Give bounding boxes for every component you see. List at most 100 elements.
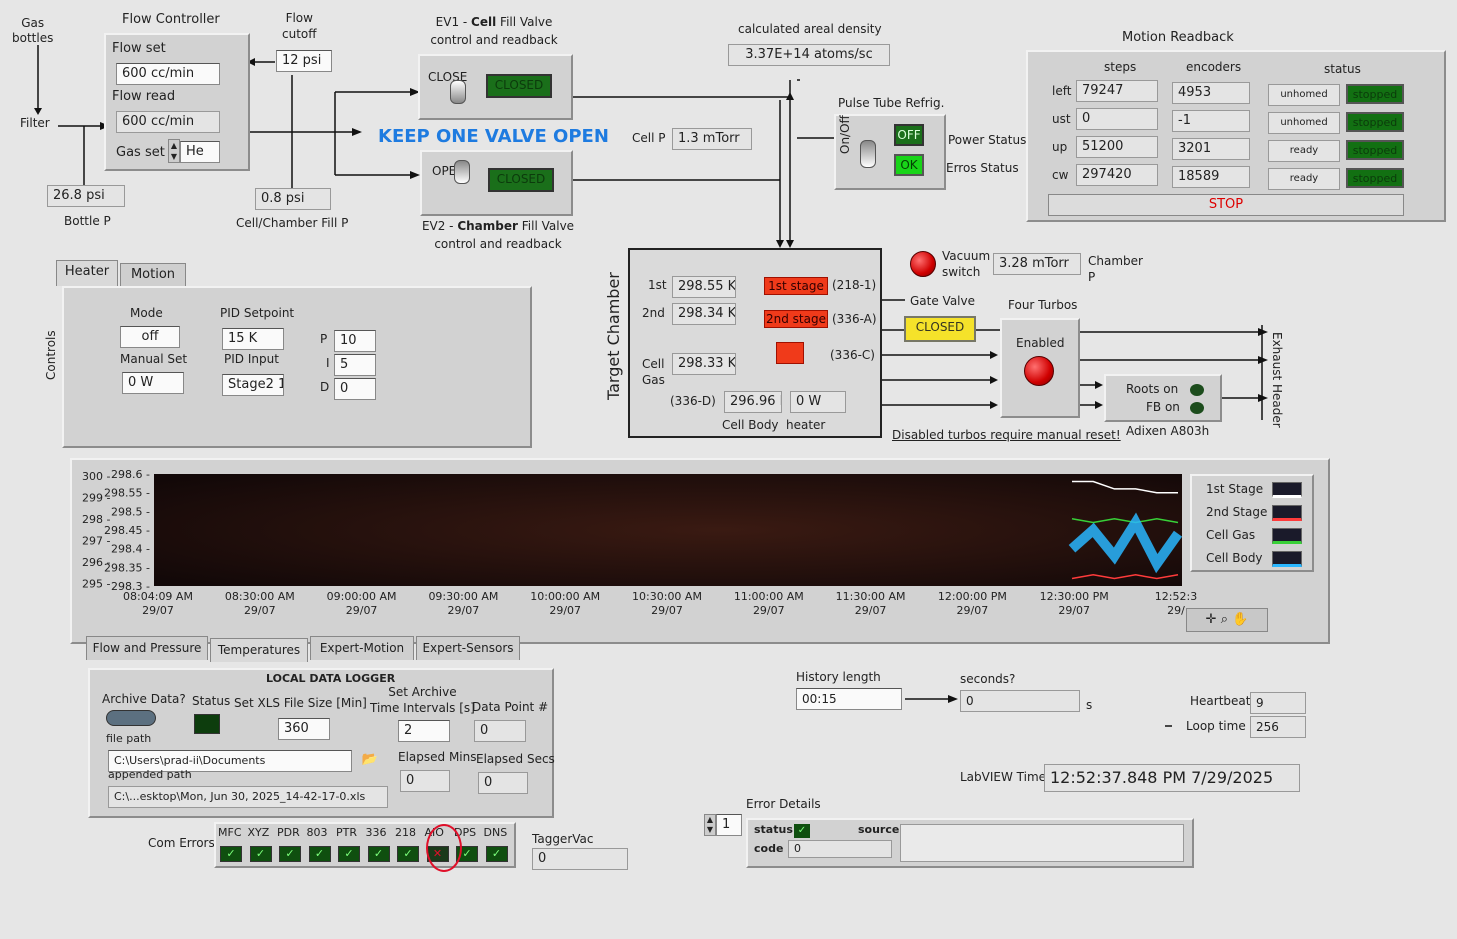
- motion-status-indicator: unhomed: [1268, 112, 1340, 134]
- first-stage-temp: 298.55 K: [672, 276, 736, 298]
- tab-expert-sensors[interactable]: Expert-Sensors: [416, 636, 520, 660]
- legend-swatch-icon[interactable]: [1272, 551, 1302, 567]
- motion-stopped-led: stopped: [1346, 140, 1404, 160]
- legend-entry: Cell Gas: [1206, 528, 1256, 542]
- ev1-readback-led: CLOSED: [486, 74, 552, 98]
- legend-entry: Cell Body: [1206, 551, 1263, 565]
- four-turbos-label: Four Turbos: [1008, 298, 1078, 312]
- flow-set-input[interactable]: 600 cc/min: [116, 63, 220, 85]
- motion-encoder-indicator: 18589: [1172, 166, 1250, 188]
- elapsed-mins-indicator: 0: [400, 770, 450, 792]
- history-length-input[interactable]: 00:15: [796, 688, 902, 710]
- history-seconds-indicator: 0: [960, 690, 1080, 712]
- history-seconds-label: seconds?: [960, 672, 1016, 686]
- gas-set-input[interactable]: He: [180, 141, 220, 163]
- com-ok-check-icon: ✓: [279, 846, 301, 862]
- areal-density-indicator: 3.37E+14 atoms/sc: [728, 44, 890, 66]
- cell-gas-row-label: Cell Gas: [642, 357, 665, 387]
- labview-time-indicator: 12:52:37.848 PM 7/29/2025: [1044, 764, 1300, 792]
- data-logger-panel: LOCAL DATA LOGGER Archive Data? Status S…: [88, 668, 555, 818]
- com-device-label: 336: [365, 826, 387, 839]
- target-chamber-box: 1st 298.55 K 1st stage (218-1) 2nd 298.3…: [628, 248, 882, 438]
- pid-setpoint-input[interactable]: 15 K: [222, 328, 284, 350]
- xls-size-input[interactable]: 360: [278, 718, 330, 740]
- mode-label: Mode: [130, 306, 163, 320]
- motion-status-indicator: ready: [1268, 140, 1340, 162]
- ev1-panel: CLOSE CLOSED: [418, 54, 573, 120]
- tab-heater[interactable]: Heater: [56, 260, 118, 286]
- gate-valve-label: Gate Valve: [910, 294, 976, 308]
- pulse-tube-onoff-label: On/Off: [838, 115, 852, 154]
- pid-d-label: D: [320, 380, 330, 394]
- elapsed-secs-label: Elapsed Secs: [476, 752, 555, 766]
- first-stage-marker: 1st stage: [764, 277, 828, 295]
- loop-time-indicator: 256: [1250, 716, 1306, 738]
- target-chamber-label: Target Chamber: [604, 272, 623, 400]
- logger-title: LOCAL DATA LOGGER: [266, 672, 396, 685]
- chart-tool-palette[interactable]: ✛ ⌕ ✋: [1186, 608, 1268, 632]
- cell-gas-temp: 298.33 K: [672, 353, 736, 375]
- turbos-enabled-label: Enabled: [1016, 336, 1065, 350]
- roots-panel: Roots on FB on: [1104, 374, 1222, 422]
- legend-swatch-icon[interactable]: [1272, 482, 1302, 498]
- flow-cutoff-input[interactable]: 12 psi: [276, 50, 332, 72]
- tab-motion[interactable]: Motion: [120, 263, 186, 287]
- cell-gas-code: (336-C): [830, 348, 875, 362]
- motion-stop-button[interactable]: STOP: [1048, 194, 1404, 216]
- pid-i-input[interactable]: 5: [334, 354, 376, 376]
- pulse-tube-onoff-switch[interactable]: [860, 140, 876, 168]
- legend-swatch-icon[interactable]: [1272, 505, 1302, 521]
- cell-p-indicator: 1.3 mTorr: [672, 128, 752, 150]
- ev2-title: EV2 - Chamber Fill Valve: [421, 219, 575, 233]
- flow-set-label: Flow set: [112, 41, 166, 56]
- taggervac-indicator: 0: [532, 848, 628, 870]
- archive-data-toggle[interactable]: [106, 710, 156, 726]
- ev2-readback-led: CLOSED: [488, 168, 554, 192]
- archive-interval-input[interactable]: 2: [398, 720, 450, 742]
- gas-set-stepper[interactable]: ▲▼: [168, 139, 180, 163]
- com-ok-check-icon: ✓: [397, 846, 419, 862]
- tab-expert-motion[interactable]: Expert-Motion: [310, 636, 414, 660]
- error-index-stepper[interactable]: ▲▼: [704, 814, 716, 836]
- zoom-icon[interactable]: ⌕: [1220, 612, 1228, 627]
- data-point-indicator: 0: [474, 720, 526, 742]
- pid-d-input[interactable]: 0: [334, 378, 376, 400]
- taggervac-label: TaggerVac: [532, 832, 594, 846]
- roots-on-label: Roots on: [1126, 382, 1179, 396]
- turbos-enable-button[interactable]: [1024, 356, 1054, 386]
- ev2-toggle-switch[interactable]: [454, 160, 470, 184]
- legend-swatch-icon[interactable]: [1272, 528, 1302, 544]
- com-ok-check-icon: ✓: [367, 846, 390, 862]
- aio-error-circle-annotation: [426, 824, 462, 872]
- motion-axis-label: up: [1052, 140, 1068, 154]
- manual-set-input[interactable]: 0 W: [122, 372, 184, 394]
- flow-controller-panel: Flow set 600 cc/min Flow read 600 cc/min…: [104, 33, 250, 171]
- motion-col-encoders: encoders: [1186, 60, 1242, 74]
- logger-status-led: [194, 714, 220, 734]
- mode-select[interactable]: off: [120, 326, 180, 348]
- com-device-label: DNS: [483, 826, 508, 839]
- ev2-panel: OPEN CLOSED: [420, 150, 573, 216]
- error-details-cluster: status ✓ source code 0: [746, 818, 1194, 868]
- loop-time-label: Loop time: [1186, 719, 1246, 733]
- com-device-label: XYZ: [247, 826, 270, 839]
- folder-browse-icon[interactable]: 📂: [361, 752, 379, 767]
- motion-steps-indicator: 51200: [1076, 136, 1158, 158]
- tab-flow-and-pressure[interactable]: Flow and Pressure: [86, 636, 208, 660]
- vacuum-switch-label: Vacuum switch: [942, 249, 991, 279]
- pid-p-input[interactable]: 10: [334, 330, 376, 352]
- pan-hand-icon[interactable]: ✋: [1232, 612, 1249, 627]
- pid-input-select[interactable]: Stage2 1: [222, 374, 284, 396]
- error-code-indicator: 0: [788, 840, 892, 858]
- elapsed-secs-indicator: 0: [478, 772, 528, 794]
- tab-temperatures[interactable]: Temperatures: [210, 638, 308, 662]
- ev1-toggle-switch[interactable]: [450, 80, 466, 104]
- crosshair-icon[interactable]: ✛: [1205, 612, 1217, 627]
- areal-density-label: calculated areal density: [738, 22, 882, 36]
- heartbeat-indicator: 9: [1250, 692, 1306, 714]
- roots-on-led: [1190, 384, 1204, 396]
- error-index-input[interactable]: 1: [716, 814, 742, 836]
- file-path-input[interactable]: C:\Users\prad-ii\Documents: [108, 750, 352, 772]
